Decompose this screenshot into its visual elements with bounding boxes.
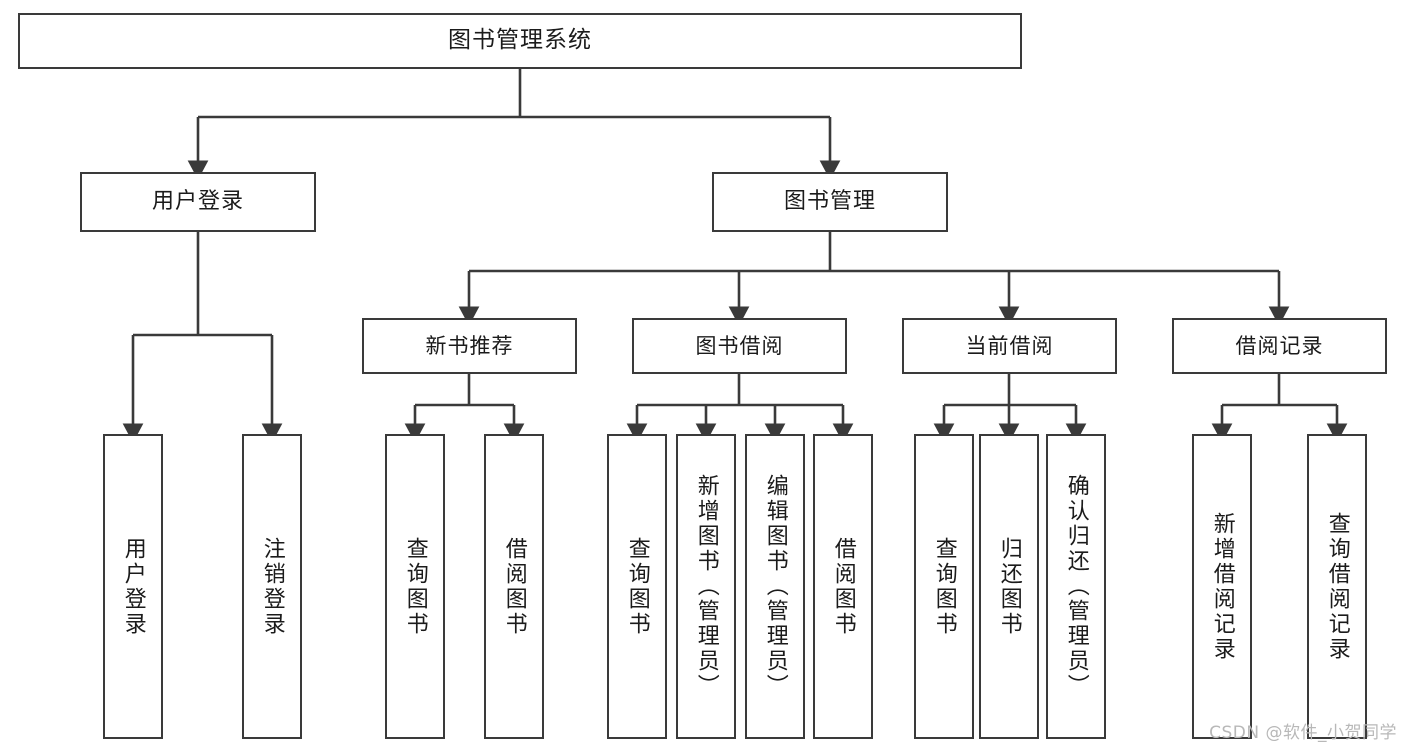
node-leaf-edit-book-admin[interactable]: 编辑图书（管理员） [745, 434, 805, 739]
node-label: 借阅图书 [830, 536, 856, 637]
node-label: 查询图书 [402, 536, 428, 637]
node-book-borrow[interactable]: 图书借阅 [632, 318, 847, 374]
node-borrow-record[interactable]: 借阅记录 [1172, 318, 1387, 374]
node-label: 查询图书 [624, 536, 650, 637]
node-leaf-borrow-book-recommend[interactable]: 借阅图书 [484, 434, 544, 739]
node-label: 用户登录 [151, 189, 244, 215]
node-label: 确认归还（管理员） [1063, 474, 1089, 699]
node-label: 编辑图书（管理员） [762, 474, 788, 699]
node-leaf-borrow-book[interactable]: 借阅图书 [813, 434, 873, 739]
node-label: 图书借阅 [695, 333, 784, 358]
node-label: 新增借阅记录 [1209, 511, 1235, 662]
node-leaf-query-borrow-record[interactable]: 查询借阅记录 [1307, 434, 1367, 739]
node-user-login[interactable]: 用户登录 [80, 172, 316, 232]
node-label: 借阅图书 [501, 536, 527, 637]
node-leaf-logout[interactable]: 注销登录 [242, 434, 302, 739]
node-root-book-management-system[interactable]: 图书管理系统 [18, 13, 1022, 69]
node-label: 注销登录 [259, 536, 285, 637]
node-leaf-add-borrow-record[interactable]: 新增借阅记录 [1192, 434, 1252, 739]
node-label: 查询图书 [931, 536, 957, 637]
node-leaf-confirm-return-admin[interactable]: 确认归还（管理员） [1046, 434, 1106, 739]
node-leaf-user-login[interactable]: 用户登录 [103, 434, 163, 739]
node-label: 新增图书（管理员） [693, 474, 719, 699]
node-book-management[interactable]: 图书管理 [712, 172, 948, 232]
node-label: 查询借阅记录 [1324, 511, 1350, 662]
node-leaf-add-book-admin[interactable]: 新增图书（管理员） [676, 434, 736, 739]
node-label: 当前借阅 [965, 333, 1054, 358]
node-current-borrow[interactable]: 当前借阅 [902, 318, 1117, 374]
node-label: 新书推荐 [425, 333, 514, 358]
node-label: 图书管理系统 [448, 27, 592, 54]
node-label: 图书管理 [783, 189, 876, 215]
node-leaf-query-book-borrow[interactable]: 查询图书 [607, 434, 667, 739]
node-leaf-query-book-current[interactable]: 查询图书 [914, 434, 974, 739]
node-new-book-recommend[interactable]: 新书推荐 [362, 318, 577, 374]
node-label: 用户登录 [120, 536, 146, 637]
node-leaf-return-book[interactable]: 归还图书 [979, 434, 1039, 739]
node-label: 借阅记录 [1235, 333, 1324, 358]
node-leaf-query-book-recommend[interactable]: 查询图书 [385, 434, 445, 739]
node-label: 归还图书 [996, 536, 1022, 637]
